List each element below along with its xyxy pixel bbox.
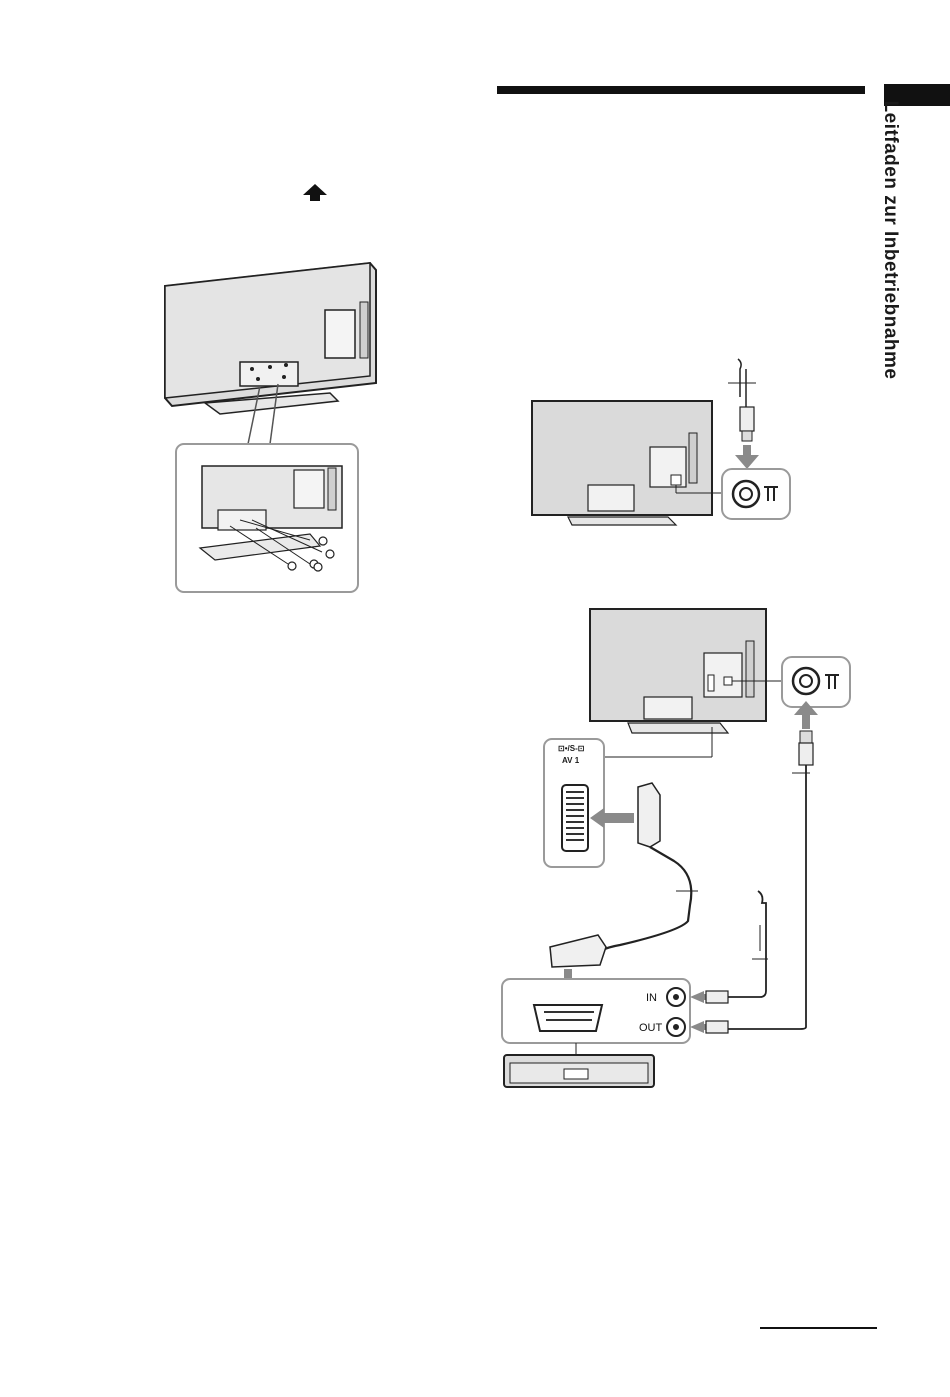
recorder-connection-illustration: IN OUT <box>500 605 860 1095</box>
antenna-connection-illustration <box>528 355 818 535</box>
tv-stand-removal-illustration <box>160 258 390 598</box>
in-port-label: IN <box>646 992 657 1004</box>
footer-rule <box>760 1327 877 1329</box>
section-rule <box>497 86 865 94</box>
scart-port-label-name: AV 1 <box>562 756 579 765</box>
out-port-label: OUT <box>639 1022 663 1034</box>
scart-port-label-top: ⊡•/S-⊡ <box>558 744 584 753</box>
side-chapter-title: Leitfaden zur Inbetriebnahme <box>875 90 905 390</box>
up-arrow-icon <box>303 184 327 204</box>
